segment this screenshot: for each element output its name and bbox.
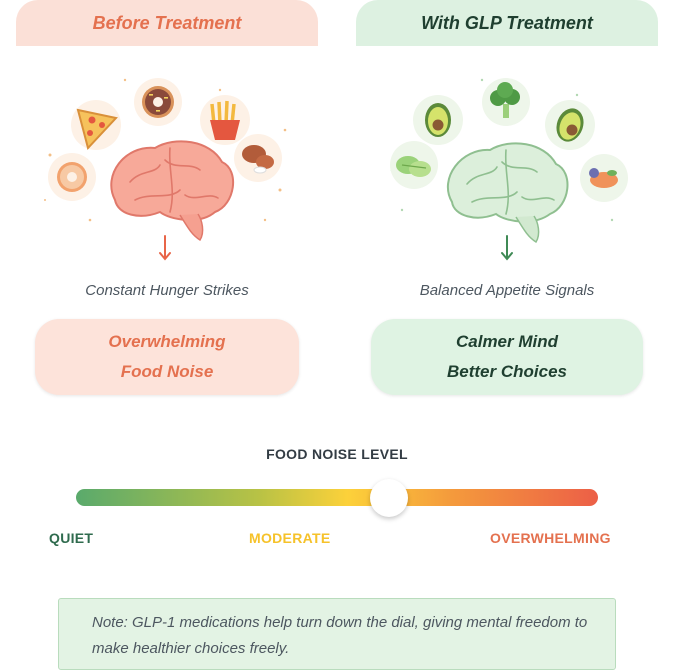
- after-illustration: [390, 78, 628, 261]
- down-arrow-icon: [501, 235, 513, 261]
- avocado-icon: [413, 95, 463, 145]
- before-pill-line2: Food Noise: [120, 362, 214, 381]
- food-noise-gradient-track: [76, 489, 598, 506]
- avocado-icon: [545, 100, 595, 150]
- after-caption: Balanced Appetite Signals: [419, 282, 595, 299]
- chicken-icon: [234, 134, 282, 182]
- scale-label-moderate: MODERATE: [249, 530, 331, 546]
- fries-icon: [200, 95, 250, 145]
- before-food-noise-pill: Overwhelming Food Noise: [35, 319, 299, 395]
- down-arrow-icon: [159, 235, 171, 261]
- after-pill-line2: Better Choices: [447, 362, 567, 381]
- glazed-donut-icon: [48, 153, 96, 201]
- after-calmer-mind-pill: Calmer Mind Better Choices: [371, 319, 643, 395]
- after-pill-line1: Calmer Mind: [455, 332, 559, 351]
- broccoli-icon: [482, 78, 530, 126]
- before-caption: Constant Hunger Strikes: [85, 282, 249, 299]
- brain-icon: [110, 140, 235, 242]
- donut-icon: [134, 78, 182, 126]
- food-noise-level-title: FOOD NOISE LEVEL: [266, 446, 408, 462]
- before-illustration: [44, 78, 287, 261]
- glp1-note-text: Note: GLP-1 medications help turn down t…: [92, 614, 588, 657]
- salmon-icon: [580, 154, 628, 202]
- with-glp-treatment-header: With GLP Treatment: [356, 0, 658, 46]
- with-glp-treatment-title: With GLP Treatment: [421, 12, 593, 33]
- before-treatment-header: Before Treatment: [16, 0, 318, 46]
- food-noise-slider-knob[interactable]: [370, 479, 409, 517]
- before-pill-line1: Overwhelming: [108, 332, 226, 351]
- lettuce-icon: [390, 141, 438, 189]
- pizza-icon: [71, 100, 121, 151]
- before-treatment-title: Before Treatment: [92, 12, 242, 33]
- scale-label-overwhelming: OVERWHELMING: [490, 530, 611, 546]
- scale-label-quiet: QUIET: [49, 530, 94, 546]
- glp1-note-box: Note: GLP-1 medications help turn down t…: [58, 598, 616, 670]
- brain-icon: [446, 142, 569, 244]
